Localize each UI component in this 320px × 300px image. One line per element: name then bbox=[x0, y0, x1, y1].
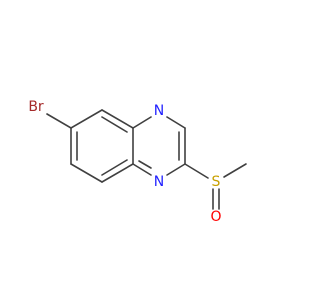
bond-c5-c6 bbox=[70, 109, 103, 129]
atom-oxygen-label: O bbox=[210, 209, 221, 225]
molecule-diagram: Br N N S O bbox=[28, 99, 247, 225]
bond-c4a-c5 bbox=[101, 109, 134, 129]
bond-c8-c8a bbox=[101, 163, 134, 183]
bond-s-ch3 bbox=[223, 163, 247, 178]
bond-c4a-n4 bbox=[132, 116, 152, 129]
bond-c7-c8 bbox=[70, 163, 103, 183]
atom-n1-label: N bbox=[154, 174, 164, 190]
structure-canvas: Br N N S O bbox=[28, 99, 247, 225]
bond-n1-c8a-inner bbox=[138, 160, 152, 169]
atom-sulfur-label: S bbox=[212, 174, 221, 190]
bond-c4a-c5-inner bbox=[101, 116, 128, 133]
bond-c2-n1 bbox=[166, 163, 186, 176]
atom-n4-label: N bbox=[154, 103, 164, 119]
bond-n4-c3 bbox=[166, 116, 186, 129]
atom-bromine-label: Br bbox=[28, 99, 44, 115]
bond-c6-br bbox=[46, 113, 72, 129]
bond-c8-c8a-inner bbox=[101, 159, 128, 176]
bond-n1-c8a bbox=[132, 163, 152, 176]
bond-c2-s bbox=[184, 163, 209, 179]
